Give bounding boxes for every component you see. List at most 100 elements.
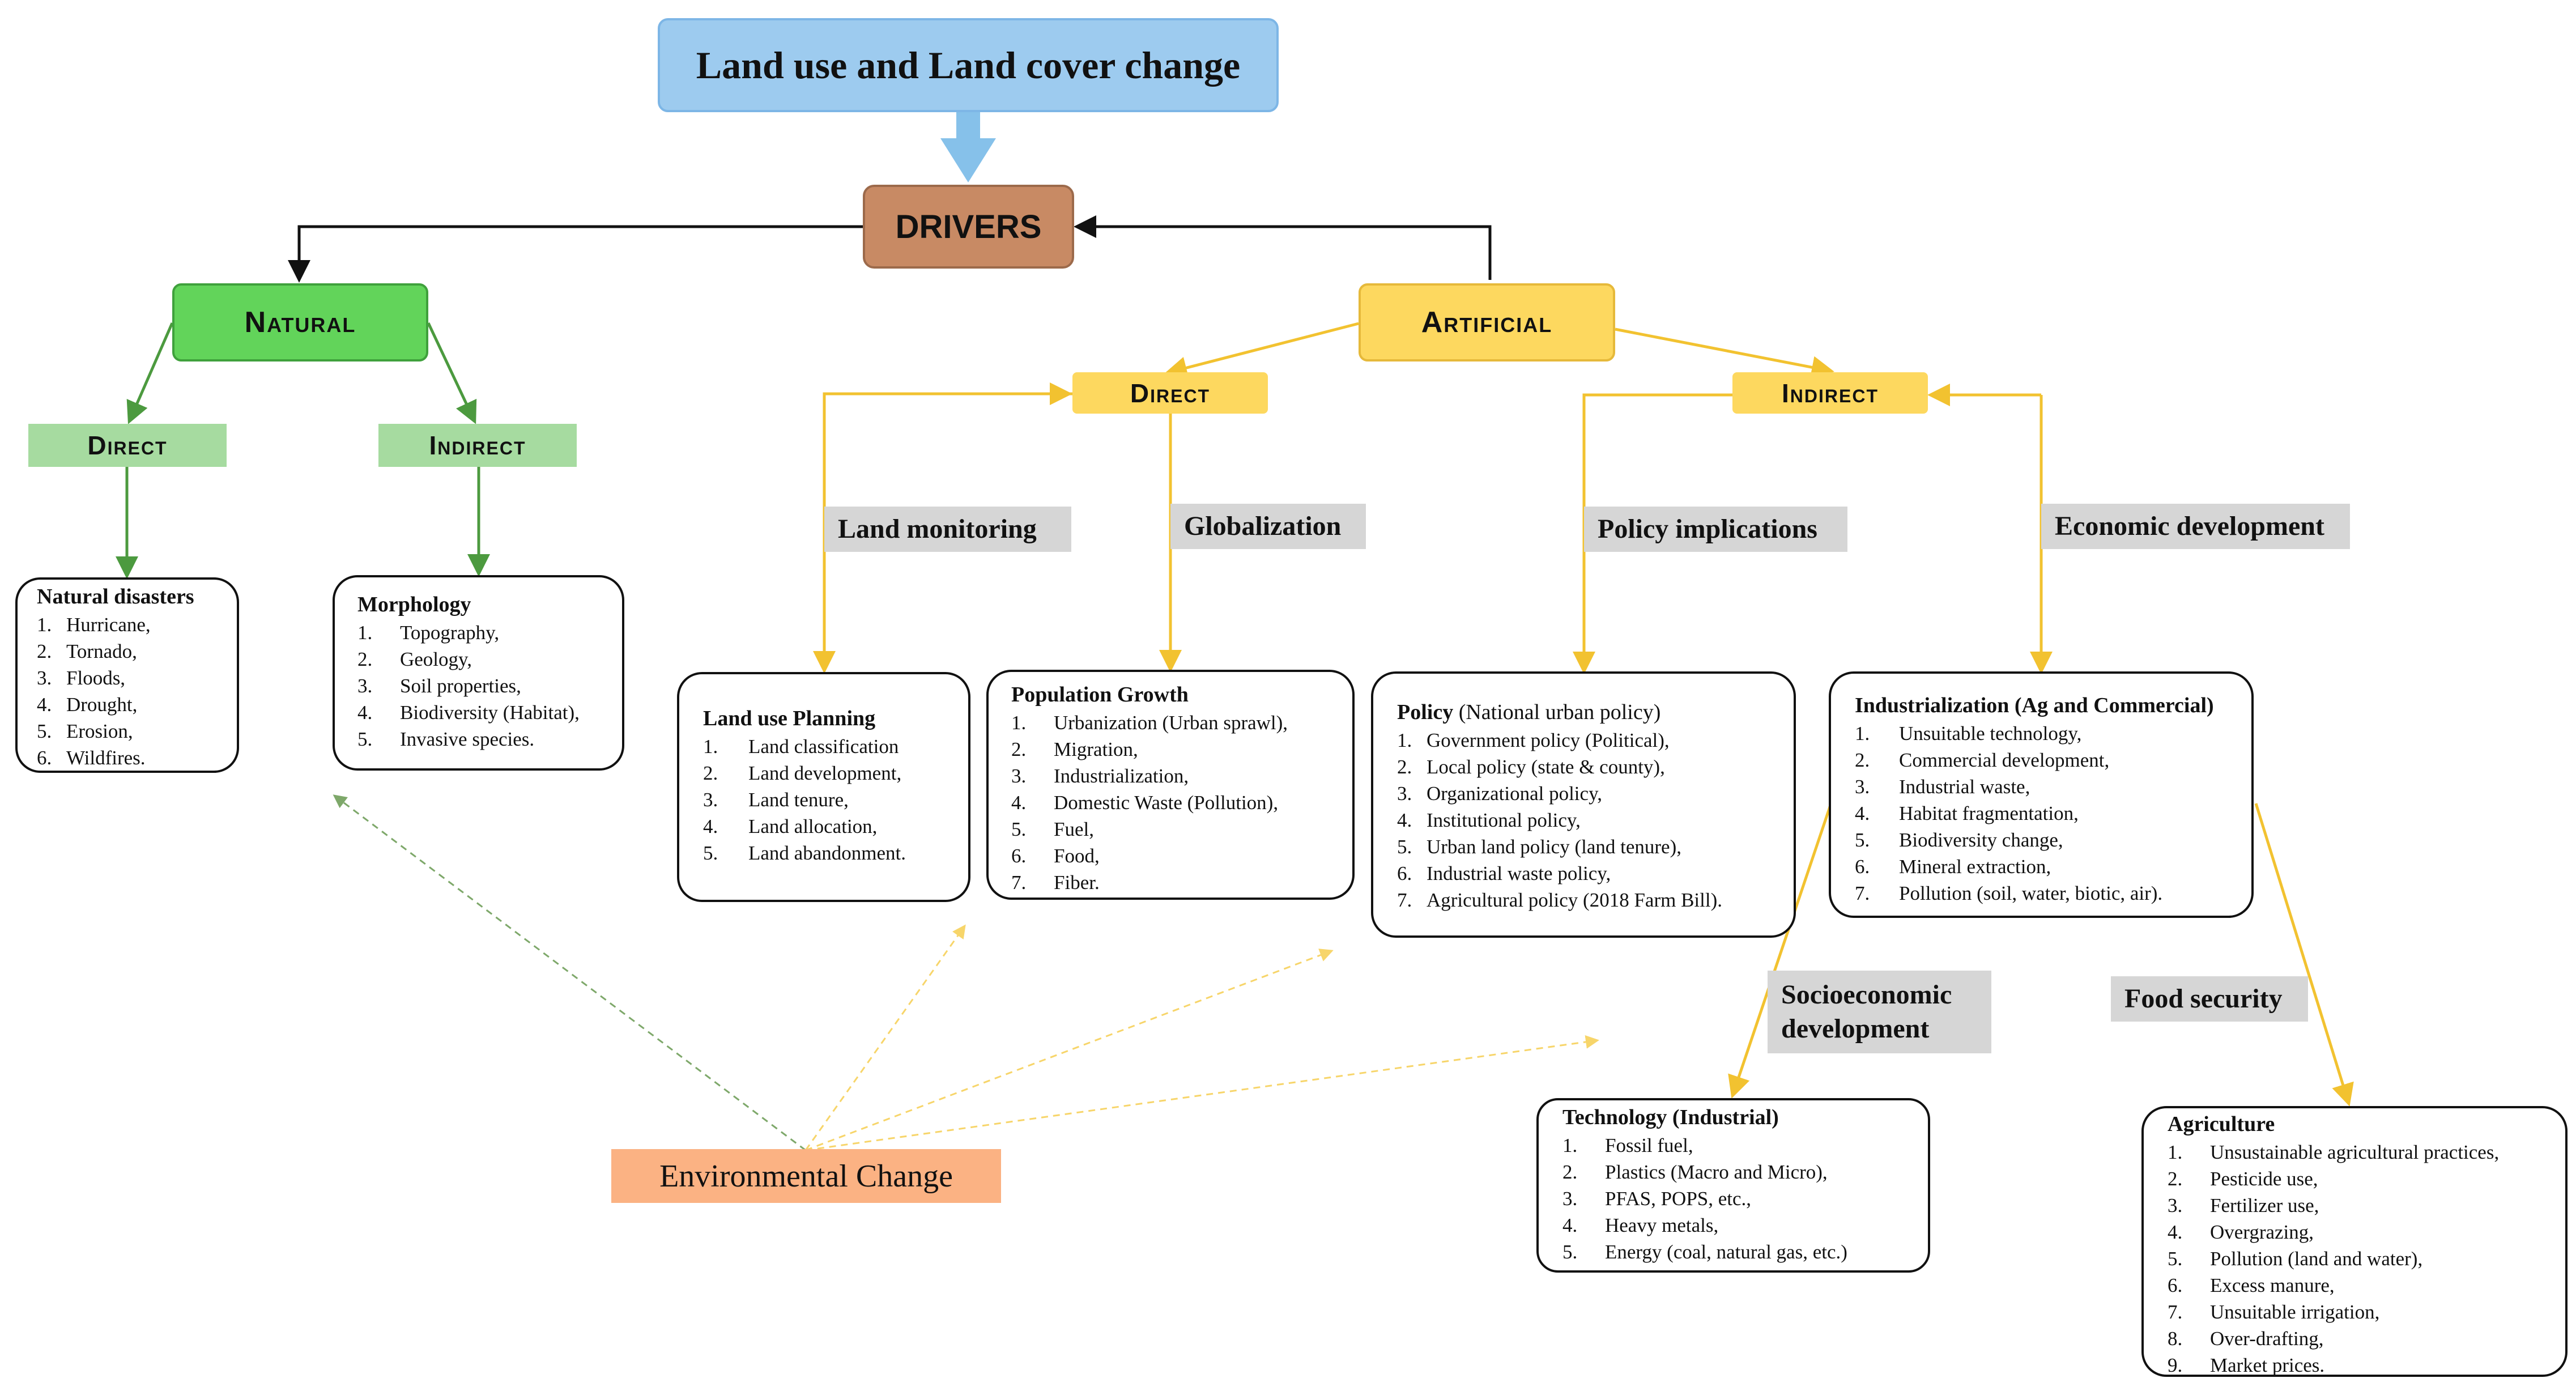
list-item-number: 7. (1011, 871, 1027, 894)
list-item-number: 6. (2168, 1274, 2183, 1296)
list-item-text: Food, (1054, 845, 1100, 867)
list-item-text: Fertilizer use, (2210, 1194, 2319, 1217)
list-item: 7. Agricultural policy (2018 Farm Bill). (1397, 887, 1794, 913)
natural-node: Natural (172, 283, 428, 361)
list-item-number: 1. (703, 735, 718, 758)
list-item-text: Hurricane, (66, 614, 151, 636)
list-item: 5.Urban land policy (land tenure), (1397, 833, 1794, 860)
list-item: 6. Mineral extraction, (1855, 853, 2251, 880)
title-to-drivers-arrow (940, 112, 996, 182)
list-item-number: 6. (1397, 862, 1412, 884)
policy-title: Policy (National urban policy) (1397, 700, 1661, 724)
list-item: 4.Heavy metals, (1562, 1212, 1928, 1239)
policy-list: 1.Government policy (Political),2.Local … (1397, 727, 1794, 913)
natural-direct-tag: Direct (28, 424, 227, 467)
list-item: 5.Pollution (land and water), (2168, 1245, 2565, 1272)
list-item-text: Land allocation, (748, 815, 878, 837)
natural-disasters-panel: Natural disasters 1.Hurricane,2.Tornado,… (15, 577, 239, 773)
artificial-indirect-tag: Indirect (1732, 372, 1928, 414)
list-item: 7.Pollution (soil, water, biotic, air). (1855, 880, 2251, 907)
list-item: 1.Urbanization (Urban sprawl), (1011, 709, 1352, 736)
list-item: 3.PFAS, POPS, etc., (1562, 1185, 1928, 1212)
food-security-label: Food security (2111, 976, 2308, 1022)
list-item-text: Urban land policy (land tenure), (1427, 836, 1681, 858)
list-item-text: Mineral extraction, (1899, 856, 2051, 878)
list-item: 3.Fertilizer use, (2168, 1192, 2565, 1219)
list-item: 1.Topography, (357, 619, 622, 646)
list-item-number: 7. (1855, 882, 1870, 904)
list-item-text: Agricultural policy (2018 Farm Bill). (1427, 889, 1722, 911)
list-item: 4.Land allocation, (703, 813, 968, 840)
list-item-text: Land tenure, (748, 789, 849, 811)
list-item-text: Pesticide use, (2210, 1168, 2318, 1190)
list-item-number: 6. (1855, 856, 1870, 878)
list-item-number: 4. (1397, 809, 1412, 831)
list-item-text: Biodiversity change, (1899, 829, 2063, 851)
list-item-number: 1. (37, 614, 52, 636)
list-item-text: Overgrazing, (2210, 1221, 2314, 1243)
list-item-text: Floods, (66, 667, 126, 689)
list-item-text: Unsuitable irrigation, (2210, 1301, 2380, 1323)
list-item: 3.Industrialization, (1011, 763, 1352, 789)
list-item-text: Industrialization, (1054, 765, 1189, 787)
list-item: 1. Government policy (Political), (1397, 727, 1794, 754)
list-item-number: 5. (1011, 818, 1027, 840)
list-item: 5. Biodiversity change, (1855, 827, 2251, 853)
list-item-text: Institutional policy, (1427, 809, 1581, 831)
policy-implications-label: Policy implications (1584, 507, 1847, 552)
morphology-list: 1.Topography,2.Geology,3.Soil properties… (357, 619, 622, 752)
list-item-number: 2. (1562, 1161, 1578, 1183)
list-item-number: 1. (1562, 1134, 1578, 1156)
list-item-text: Fuel, (1054, 818, 1094, 840)
list-item: 3.Soil properties, (357, 673, 622, 699)
list-item-number: 2. (1397, 756, 1412, 778)
industrialization-panel: Industrialization (Ag and Commercial) 1.… (1829, 671, 2254, 918)
list-item-number: 3. (1397, 782, 1412, 805)
list-item-text: Pollution (land and water), (2210, 1248, 2423, 1270)
list-item: 1.Unsustainable agricultural practices, (2168, 1139, 2565, 1166)
environmental-change-connectors (333, 794, 1599, 1151)
list-item: 2.Pesticide use, (2168, 1166, 2565, 1192)
list-item-text: Land abandonment. (748, 842, 906, 864)
list-item-number: 4. (2168, 1221, 2183, 1243)
list-item: 5.Erosion, (37, 718, 237, 745)
drivers-to-natural-connector (288, 225, 863, 283)
agriculture-list: 1.Unsustainable agricultural practices,2… (2168, 1139, 2565, 1375)
natural-branch-connectors (116, 322, 490, 579)
list-item: 1.Unsuitable technology, (1855, 720, 2251, 747)
list-item: 3.Industrial waste, (1855, 773, 2251, 800)
list-item-number: 6. (1011, 845, 1027, 867)
list-item-text: Excess manure, (2210, 1274, 2335, 1296)
land-use-planning-title: Land use Planning (703, 707, 876, 730)
list-item-number: 7. (1397, 889, 1412, 911)
policy-panel: Policy (National urban policy) 1. Governm… (1371, 671, 1796, 938)
land-monitoring-label: Land monitoring (824, 507, 1071, 552)
list-item-number: 7. (2168, 1301, 2183, 1323)
population-growth-panel: Population Growth 1.Urbanization (Urban … (986, 670, 1355, 900)
list-item-text: PFAS, POPS, etc., (1605, 1188, 1752, 1210)
list-item: 1. Fossil fuel, (1562, 1132, 1928, 1159)
list-item-number: 1. (1011, 712, 1027, 734)
technology-title: Technology (Industrial) (1562, 1105, 1779, 1129)
list-item-number: 5. (1855, 829, 1870, 851)
list-item: 3.Land tenure, (703, 786, 968, 813)
list-item: 2.Land development, (703, 760, 968, 786)
agriculture-panel: Agriculture 1.Unsustainable agricultural… (2141, 1106, 2568, 1377)
list-item: 4.Domestic Waste (Pollution), (1011, 789, 1352, 816)
list-item-text: Fossil fuel, (1605, 1134, 1693, 1156)
list-item-number: 2. (1855, 749, 1870, 771)
diagram-title: Land use and Land cover change (658, 18, 1279, 112)
list-item-text: Government policy (Political), (1427, 729, 1670, 751)
list-item-number: 4. (1855, 802, 1870, 824)
natural-disasters-title: Natural disasters (37, 585, 194, 609)
list-item-number: 3. (37, 667, 52, 689)
list-item: 4. Institutional policy, (1397, 807, 1794, 833)
list-item: 3. Floods, (37, 665, 237, 691)
morphology-panel: Morphology 1.Topography,2.Geology,3.Soil… (333, 575, 624, 771)
list-item-number: 1. (1397, 729, 1412, 751)
list-item: 8.Over-drafting, (2168, 1325, 2565, 1352)
list-item-text: Industrial waste policy, (1427, 862, 1611, 884)
list-item-number: 4. (37, 694, 52, 716)
